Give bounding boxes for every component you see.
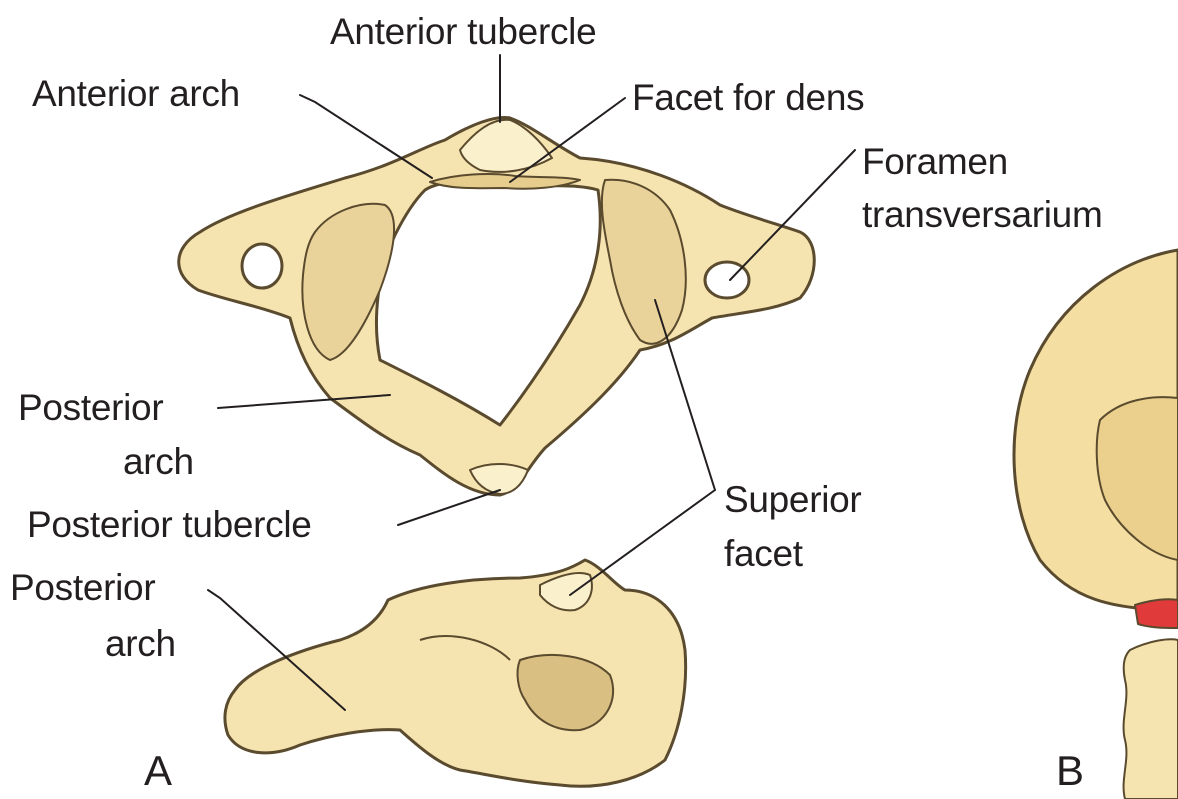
atlas-superior-view bbox=[179, 117, 815, 495]
label-posterior-arch-top-line2: arch bbox=[123, 440, 194, 484]
atlas-lateral-view bbox=[225, 560, 686, 786]
leader-posterior-tubercle bbox=[398, 490, 500, 525]
label-anterior-arch: Anterior arch bbox=[32, 72, 240, 116]
label-posterior-arch-bottom-line1: Posterior bbox=[10, 566, 155, 610]
leader-anterior-arch bbox=[300, 95, 432, 178]
label-posterior-tubercle: Posterior tubercle bbox=[27, 503, 312, 547]
lateral-body bbox=[225, 560, 686, 786]
label-posterior-arch-top-line1: Posterior bbox=[18, 386, 163, 430]
panel-label-a: A bbox=[144, 748, 172, 794]
label-posterior-arch-bottom-line2: arch bbox=[105, 622, 176, 666]
panel-label-b: B bbox=[1056, 748, 1084, 794]
label-superior-facet-line2: facet bbox=[724, 532, 803, 576]
left-foramen-transversarium bbox=[242, 244, 282, 288]
label-superior-facet-line1: Superior bbox=[724, 478, 861, 522]
label-foramen-transversarium-line2: transversarium bbox=[862, 193, 1102, 237]
label-facet-for-dens: Facet for dens bbox=[632, 76, 864, 120]
label-foramen-transversarium-line1: Foramen bbox=[862, 140, 1008, 184]
red-structure bbox=[1135, 599, 1178, 628]
cervical-vertebrae bbox=[1124, 639, 1178, 799]
label-anterior-tubercle: Anterior tubercle bbox=[330, 10, 596, 54]
panel-b-skull bbox=[1014, 250, 1178, 799]
leader-superior-facet-b bbox=[570, 490, 715, 595]
